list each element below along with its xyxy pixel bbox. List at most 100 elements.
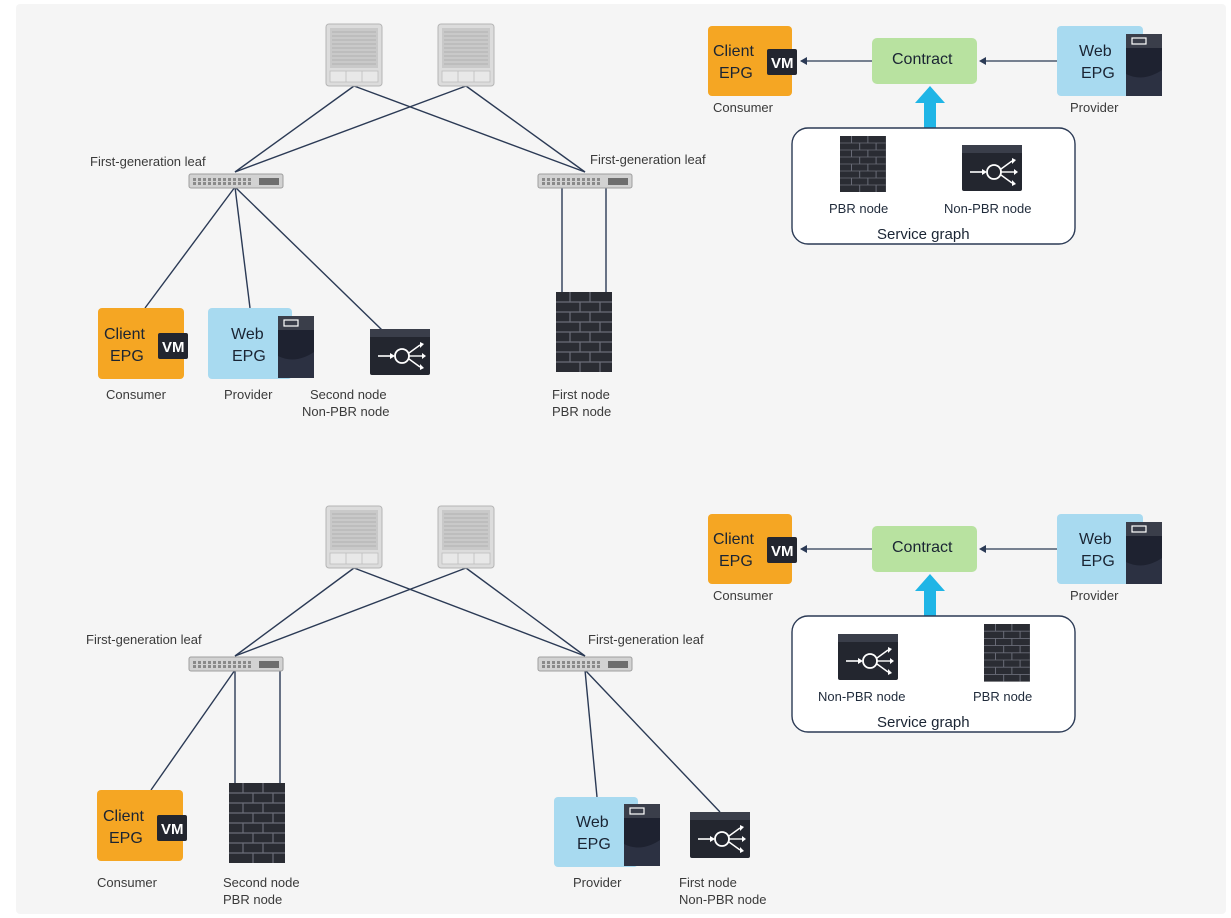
caption: Non-PBR node [302,404,389,419]
caption: PBR node [223,892,282,907]
node-label: PBR node [973,689,1032,704]
link-leaf1-client [150,669,236,791]
load-balancer-icon [961,144,1023,192]
node-label: Non-PBR node [818,689,905,704]
load-balancer-icon [689,811,751,859]
spine-switch-icon [437,505,495,569]
leaf-switch-icon [537,173,633,189]
leaf-label: First-generation leaf [86,632,202,647]
epg-label: Client [104,326,145,343]
web-epg: Web EPG [208,308,315,379]
node-label: Non-PBR node [944,201,1031,216]
vm-label: VM [771,55,794,72]
load-balancer-icon [837,633,899,681]
caption: Provider [1070,588,1119,603]
link-spine1-leaf2 [353,567,586,657]
spine-switch-icon [437,23,495,87]
service-graph-label: Service graph [877,714,970,731]
link-spine1-leaf1 [234,85,355,173]
caption: Provider [224,387,273,402]
service-graph-label: Service graph [877,226,970,243]
server-icon [277,315,315,379]
caption: Consumer [713,588,774,603]
arrow-head [979,545,986,553]
top-physical-topology: First-generation leaf First-generation l… [90,23,706,419]
epg-label: Web [1079,43,1112,60]
logical-web-epg: Web EPG [1057,26,1163,97]
contract-box: Contract [872,526,977,572]
epg-label: Web [1079,531,1112,548]
arrow-head [800,57,807,65]
epg-label: EPG [577,836,611,853]
epg-label: Client [713,43,754,60]
vm-label: VM [161,821,184,838]
spine-switch-icon [325,505,383,569]
contract-box: Contract [872,38,977,84]
epg-label: EPG [109,830,143,847]
leaf-label: First-generation leaf [90,154,206,169]
epg-label: EPG [232,348,266,365]
contract-label: Contract [892,539,953,556]
link-leaf2-web [584,669,598,798]
epg-label: Web [231,326,264,343]
firewall-icon [839,135,887,193]
caption: Consumer [106,387,167,402]
bottom-physical-topology: First-generation leaf First-generation l… [86,505,766,907]
link-leaf1-client [144,186,236,309]
top-logical-view: Client EPG VM Consumer Contract Web EPG … [708,26,1163,245]
caption: First node [679,875,737,890]
caption: First node [552,387,610,402]
leaf-switch-icon [188,656,284,672]
link-spine2-leaf1 [234,567,467,657]
web-epg: Web EPG [554,797,661,867]
firewall-icon [555,291,613,373]
client-epg: Client EPG VM [98,308,188,379]
caption: Second node [223,875,300,890]
epg-label: EPG [110,348,144,365]
contract-label: Contract [892,51,953,68]
load-balancer-icon [369,328,431,376]
leaf-label: First-generation leaf [590,152,706,167]
caption: Second node [310,387,387,402]
firewall-icon [228,782,286,864]
link-spine2-leaf2 [465,567,586,657]
epg-label: EPG [1081,553,1115,570]
epg-label: EPG [719,65,753,82]
up-arrow-icon [915,574,945,616]
leaf-label: First-generation leaf [588,632,704,647]
link-spine2-leaf1 [234,85,467,173]
caption: Provider [1070,100,1119,115]
caption: PBR node [552,404,611,419]
caption: Provider [573,875,622,890]
spine-switch-icon [325,23,383,87]
epg-label: EPG [1081,65,1115,82]
leaf-switch-icon [537,656,633,672]
epg-label: EPG [719,553,753,570]
server-icon [1125,33,1163,97]
node-label: PBR node [829,201,888,216]
arrow-head [800,545,807,553]
epg-label: Client [103,808,144,825]
leaf-switch-icon [188,173,284,189]
caption: Consumer [713,100,774,115]
link-spine2-leaf2 [465,85,586,173]
firewall-icon [983,623,1031,683]
bottom-logical-view: Client EPG VM Consumer Contract Web EPG … [708,514,1163,733]
up-arrow-icon [915,86,945,128]
epg-label: Client [713,531,754,548]
link-leaf1-lb [234,186,383,331]
caption: Consumer [97,875,158,890]
client-epg: Client EPG VM [97,790,187,861]
link-leaf2-lb [584,669,721,813]
vm-label: VM [771,543,794,560]
server-icon [623,803,661,867]
epg-label: Web [576,814,609,831]
caption: Non-PBR node [679,892,766,907]
arrow-head [979,57,986,65]
link-spine1-leaf2 [353,85,586,173]
logical-client-epg: Client EPG VM [708,26,797,96]
vm-label: VM [162,339,185,356]
server-icon [1125,521,1163,585]
logical-client-epg: Client EPG VM [708,514,797,584]
